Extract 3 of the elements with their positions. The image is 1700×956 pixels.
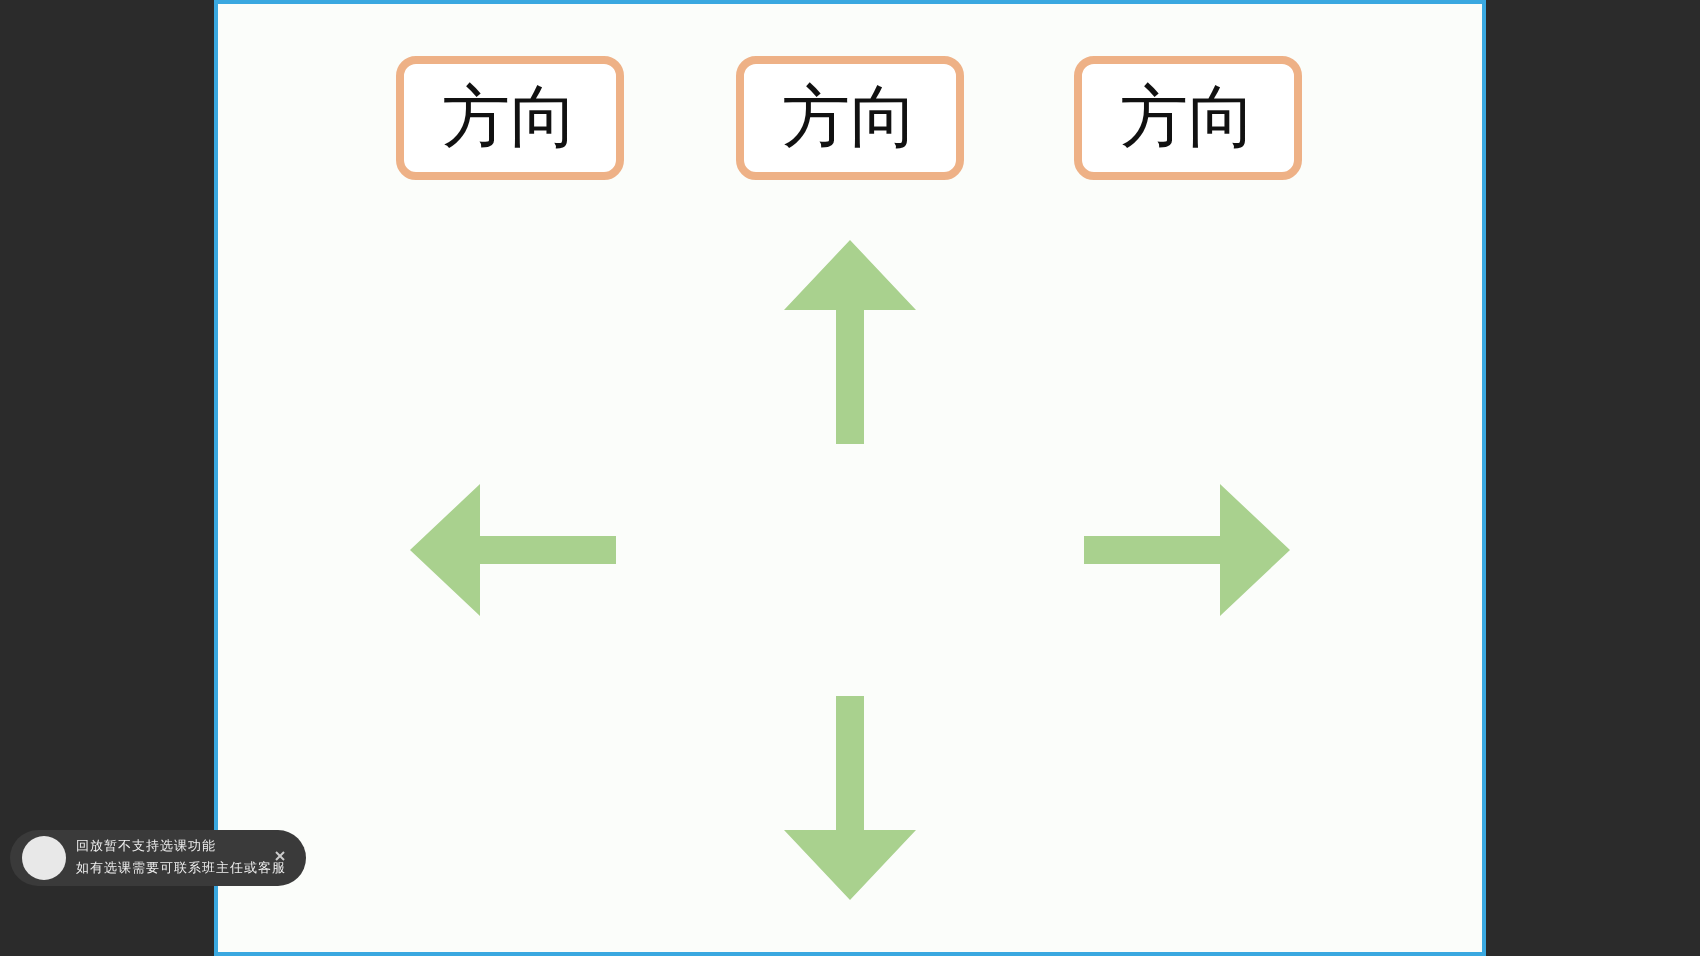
- word-box: 方向: [736, 56, 964, 180]
- word-box: 方向: [1074, 56, 1302, 180]
- word-box: 方向: [396, 56, 624, 180]
